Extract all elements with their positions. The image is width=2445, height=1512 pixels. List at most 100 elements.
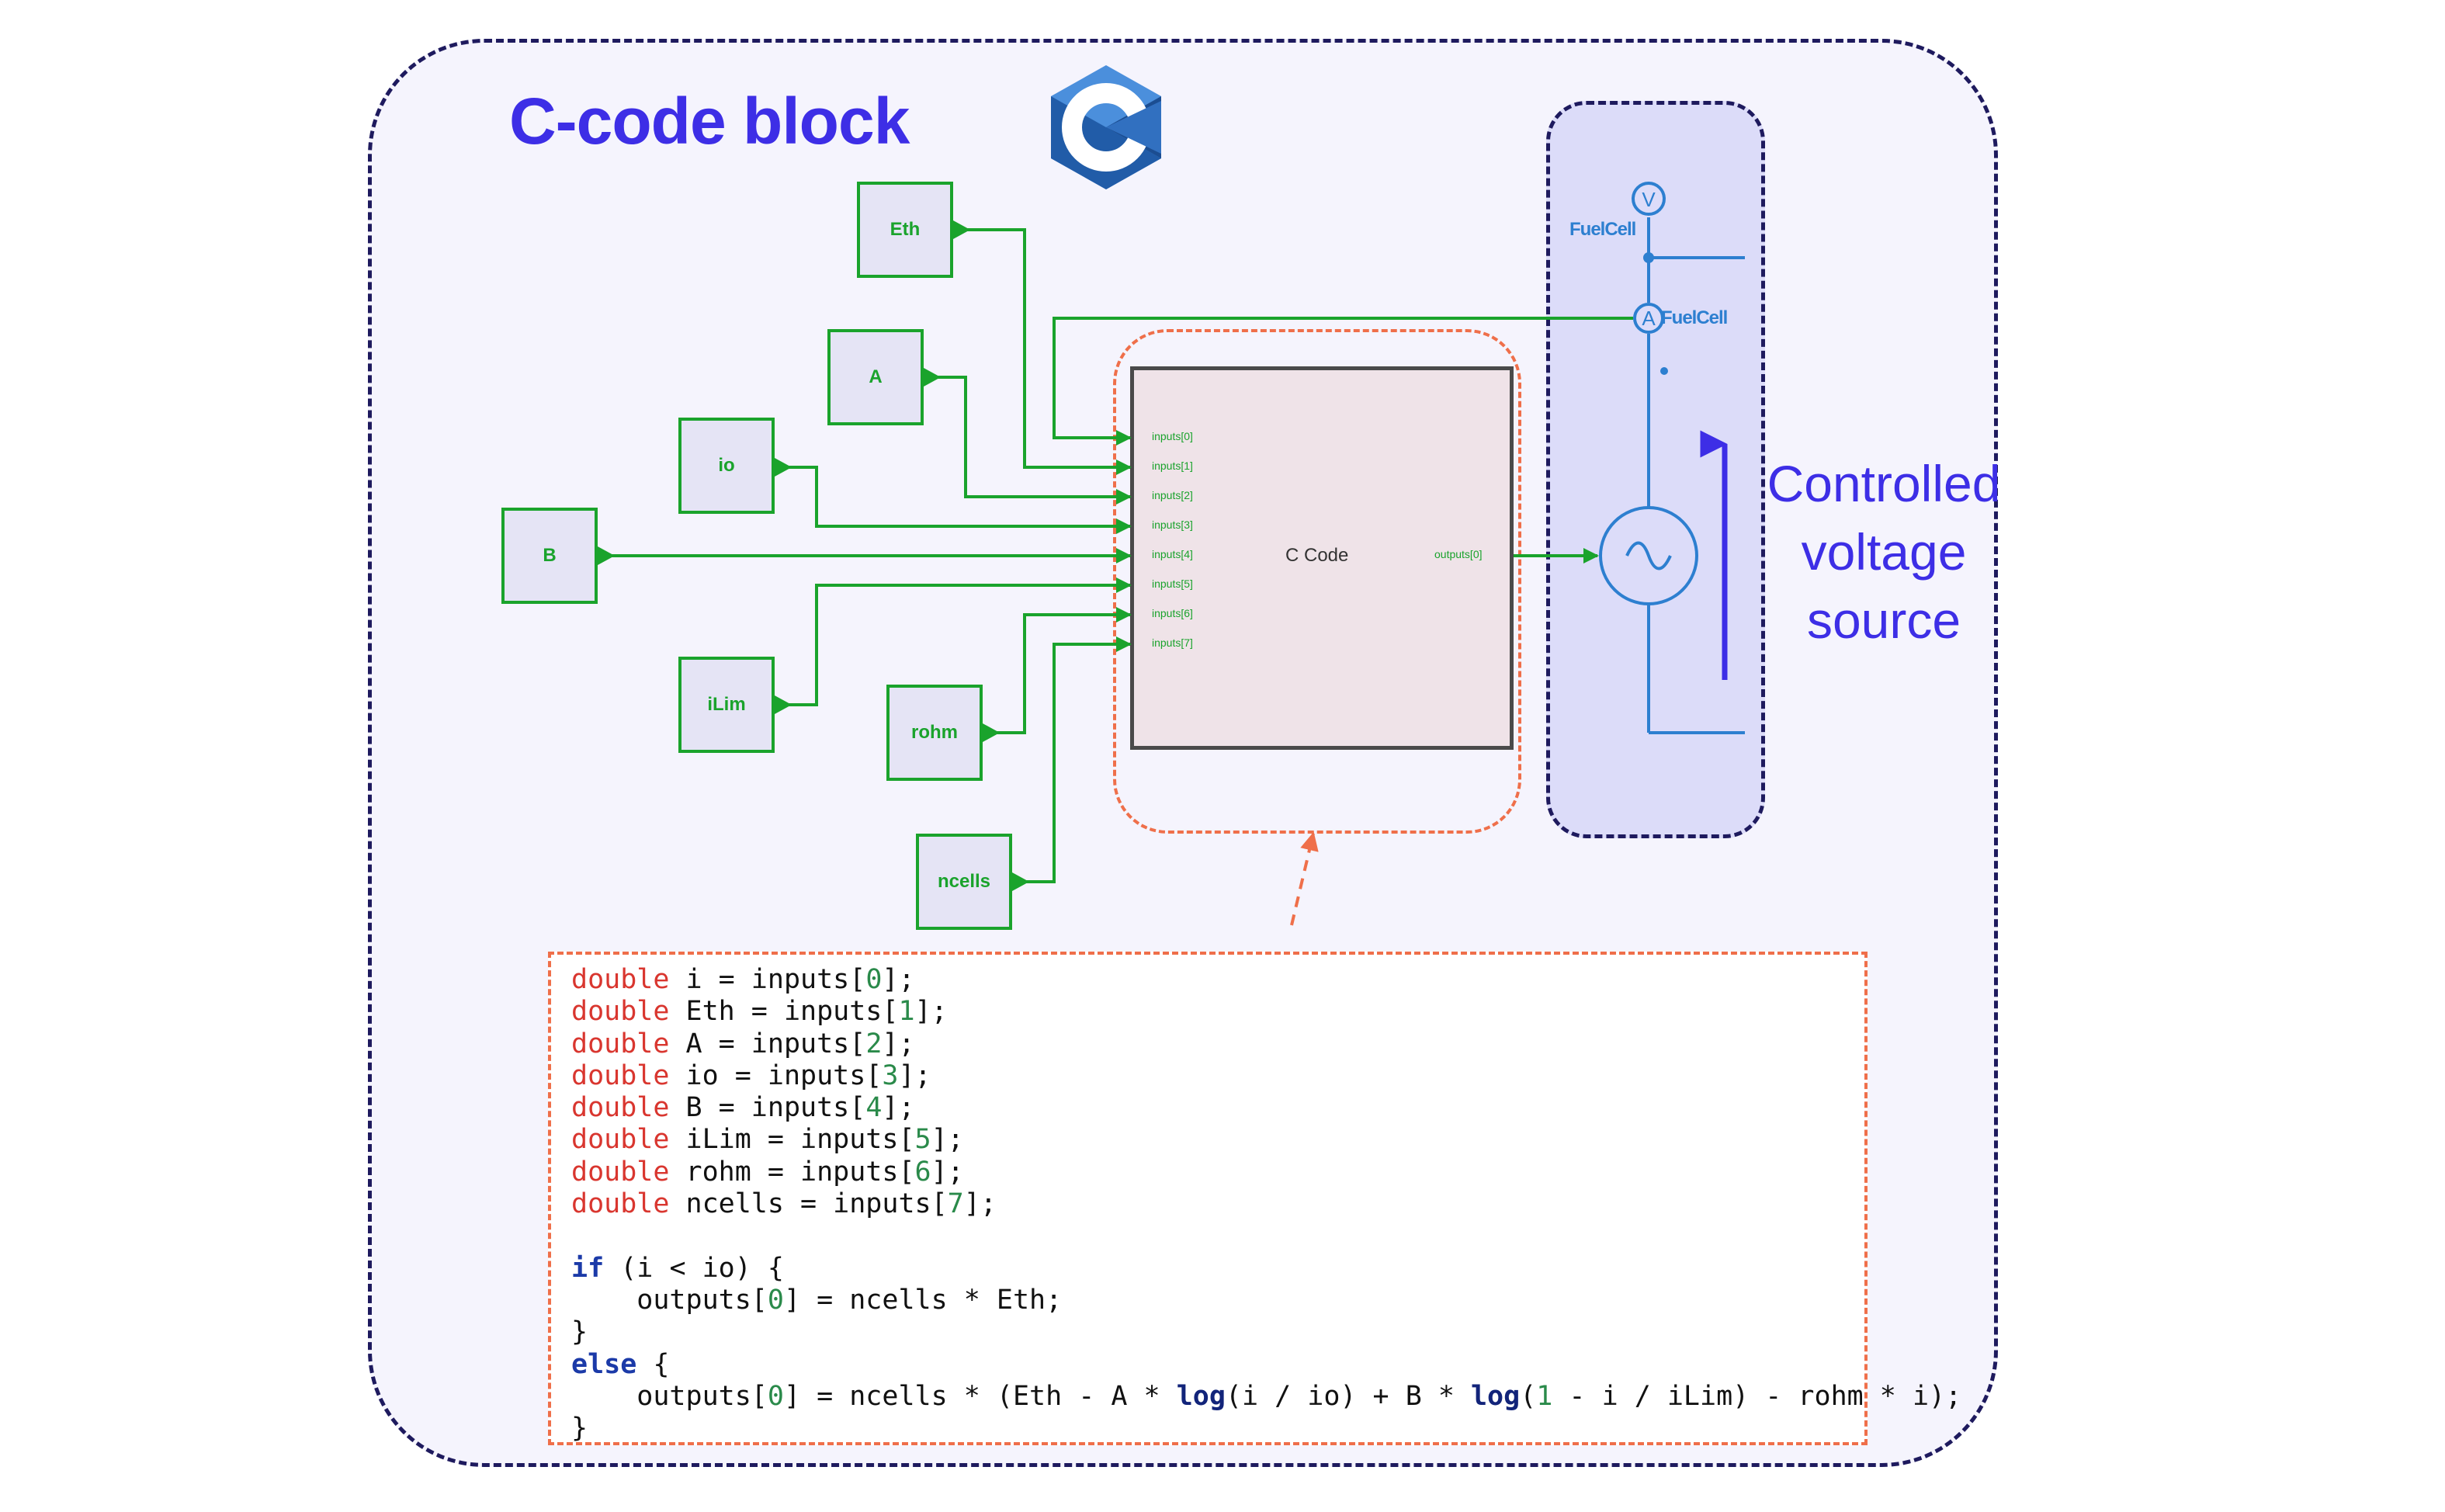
- code-token: double: [571, 996, 670, 1028]
- sine-wave-icon: [1625, 541, 1672, 570]
- code-token: ];: [931, 1124, 964, 1156]
- code-token: {: [636, 1348, 670, 1380]
- voltmeter-symbol: V: [1642, 188, 1656, 211]
- code-token: double: [571, 1059, 670, 1091]
- code-token: 7: [947, 1188, 964, 1220]
- input-block-eth[interactable]: Eth: [857, 182, 953, 278]
- code-token: double: [571, 1124, 670, 1156]
- code-token: ncells = inputs[: [669, 1188, 948, 1220]
- block-output-arrows: [598, 220, 1029, 891]
- code-token: 4: [865, 1092, 883, 1124]
- input-wires: [598, 228, 1633, 883]
- code-token: double: [571, 1092, 670, 1124]
- ammeter-icon: [1633, 303, 1664, 334]
- ccode-input-port-0: inputs[0]: [1152, 430, 1193, 442]
- code-line: double io = inputs[3];: [571, 1060, 1864, 1092]
- input-block-a[interactable]: A: [827, 329, 924, 425]
- wire-a: [924, 376, 1132, 505]
- input-block-label: Eth: [890, 219, 921, 240]
- code-token: else: [571, 1348, 637, 1380]
- input-block-label: A: [869, 366, 883, 387]
- c-code-listing: double i = inputs[0];double Eth = inputs…: [548, 952, 1961, 1445]
- code-token: ] = ncells * (Eth - A *: [783, 1380, 1177, 1412]
- code-line: else {: [571, 1349, 1864, 1381]
- wire-current-feedback: [1053, 317, 1633, 446]
- source-circuit: [1599, 182, 1745, 734]
- code-token: iLim = inputs[: [669, 1124, 915, 1156]
- code-line: double Eth = inputs[1];: [571, 996, 1864, 1028]
- code-token: 5: [914, 1124, 931, 1156]
- code-line: double ncells = inputs[7];: [571, 1188, 1864, 1220]
- input-block-label: B: [543, 545, 557, 566]
- code-token: outputs[: [571, 1284, 768, 1316]
- input-block-label: iLim: [707, 694, 746, 715]
- ccode-input-port-4: inputs[4]: [1152, 548, 1193, 560]
- input-block-io[interactable]: io: [678, 418, 775, 514]
- input-block-label: ncells: [937, 871, 991, 892]
- code-line: double A = inputs[2];: [571, 1028, 1864, 1060]
- ccode-input-port-2: inputs[2]: [1152, 489, 1193, 501]
- code-token: 0: [767, 1284, 784, 1316]
- voltmeter-label: FuelCell: [1569, 219, 1636, 240]
- ccode-input-port-3: inputs[3]: [1152, 518, 1193, 531]
- code-line: double rohm = inputs[6];: [571, 1157, 1864, 1188]
- code-token: }: [571, 1316, 588, 1348]
- code-token: ];: [882, 1092, 915, 1124]
- code-token: (i < io) {: [604, 1252, 784, 1284]
- ccode-block-label: C Code: [1285, 545, 1349, 566]
- ccode-input-port-6: inputs[6]: [1152, 607, 1193, 619]
- input-block-label: rohm: [911, 722, 958, 743]
- code-line: if (i < io) {: [571, 1253, 1864, 1285]
- source-annotation-line-2: voltage: [1801, 523, 1967, 581]
- code-token: i = inputs[: [669, 964, 866, 995]
- code-token: B = inputs[: [669, 1092, 866, 1124]
- source-annotation-line-3: source: [1806, 591, 1961, 649]
- code-token: double: [571, 964, 670, 995]
- ccode-input-port-1: inputs[1]: [1152, 459, 1193, 472]
- code-token: ] = ncells * Eth;: [783, 1284, 1063, 1316]
- code-line: double B = inputs[4];: [571, 1092, 1864, 1124]
- diagram-title: C-code block: [509, 85, 910, 158]
- code-token: if: [571, 1252, 605, 1284]
- code-token: log: [1176, 1380, 1226, 1412]
- code-token: 0: [767, 1380, 784, 1412]
- c-language-logo-icon: C: [1051, 65, 1161, 189]
- code-token: 3: [882, 1059, 899, 1091]
- code-token: (: [1520, 1380, 1537, 1412]
- code-token: outputs[: [571, 1380, 768, 1412]
- input-block-ncells[interactable]: ncells: [916, 834, 1012, 930]
- code-token: A = inputs[: [669, 1028, 866, 1059]
- voltmeter-icon: [1632, 182, 1666, 216]
- ccode-block[interactable]: [1130, 366, 1514, 750]
- wire-ilim: [775, 577, 1132, 706]
- code-pointer-arrow: [1290, 831, 1319, 926]
- input-block-b[interactable]: B: [501, 508, 598, 604]
- controlled-voltage-source-panel: [1546, 101, 1765, 838]
- code-token: - i / iLim) - rohm * i);: [1552, 1380, 1962, 1412]
- code-token: 0: [865, 964, 883, 995]
- code-token: ];: [931, 1156, 964, 1188]
- code-line: outputs[0] = ncells * (Eth - A * log(i /…: [571, 1380, 1961, 1413]
- code-line: [571, 1220, 1864, 1252]
- ammeter-label: FuelCell: [1661, 307, 1728, 328]
- code-line: outputs[0] = ncells * Eth;: [571, 1285, 1864, 1316]
- code-line: }: [571, 1413, 1864, 1444]
- code-token: 1: [898, 996, 915, 1028]
- input-block-rohm[interactable]: rohm: [886, 685, 983, 781]
- code-line: double i = inputs[0];: [571, 964, 1864, 996]
- code-token: io = inputs[: [669, 1059, 883, 1091]
- code-token: 2: [865, 1028, 883, 1059]
- ccode-output-port-0: outputs[0]: [1434, 548, 1483, 560]
- ac-voltage-source-icon: [1599, 506, 1698, 605]
- code-token: ];: [898, 1059, 931, 1091]
- wire-rohm: [983, 607, 1132, 734]
- wire-io: [775, 466, 1132, 534]
- input-block-ilim[interactable]: iLim: [678, 657, 775, 753]
- code-token: ];: [963, 1188, 997, 1220]
- source-annotation-line-1: Controlled: [1767, 455, 2001, 512]
- code-token: ];: [882, 1028, 915, 1059]
- input-block-label: io: [718, 455, 735, 476]
- code-token: double: [571, 1028, 670, 1059]
- code-token: rohm = inputs[: [669, 1156, 915, 1188]
